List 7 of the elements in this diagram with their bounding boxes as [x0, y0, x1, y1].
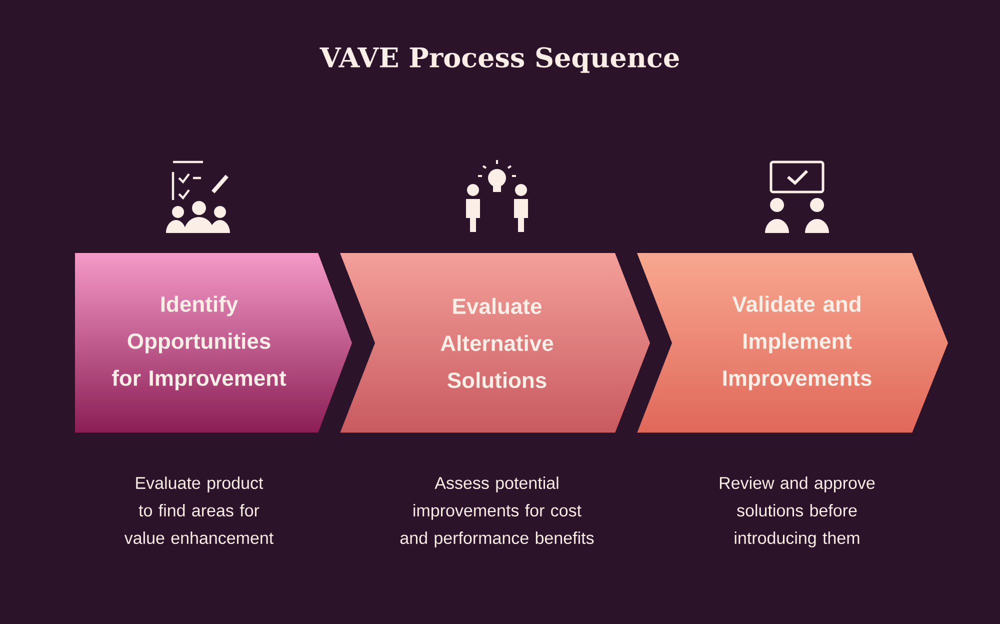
description: Evaluate product to find areas for value enhancement — [124, 476, 274, 544]
description: Assess potential improvements for cost and performance benefits — [400, 476, 594, 548]
chevron-step: Identify Opportunities for Improvement — [112, 296, 286, 390]
chevron-step: Validate and Implement Improvements — [723, 296, 872, 390]
chevron-step: Evaluate Alternative Solutions — [440, 298, 554, 388]
description: Review and approve solutions before introducing them — [720, 476, 875, 548]
title: VAVE Process Sequence — [320, 47, 679, 73]
